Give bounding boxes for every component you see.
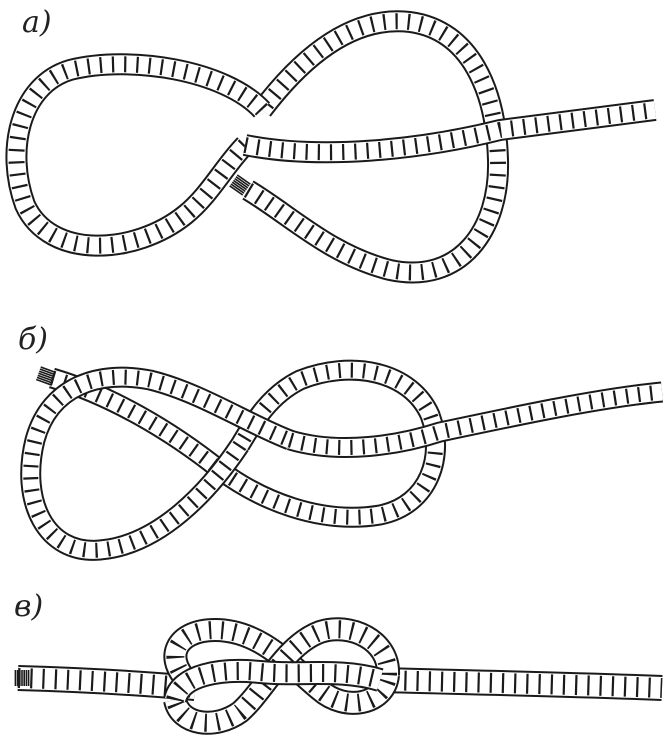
panel-label-b: б) [18,325,48,355]
rope-segment [245,110,655,152]
rope-segment [380,680,662,688]
rope-segment [290,392,662,448]
rope-panel-a [16,21,655,272]
panel-label-a: a) [22,8,52,38]
rope-panel-c [15,629,662,722]
panel-label-c: в) [14,592,43,622]
rope-segment [31,377,290,550]
rope-segment [16,64,262,245]
rope-end-whipping [15,670,28,686]
rope-panel-b [31,367,662,550]
